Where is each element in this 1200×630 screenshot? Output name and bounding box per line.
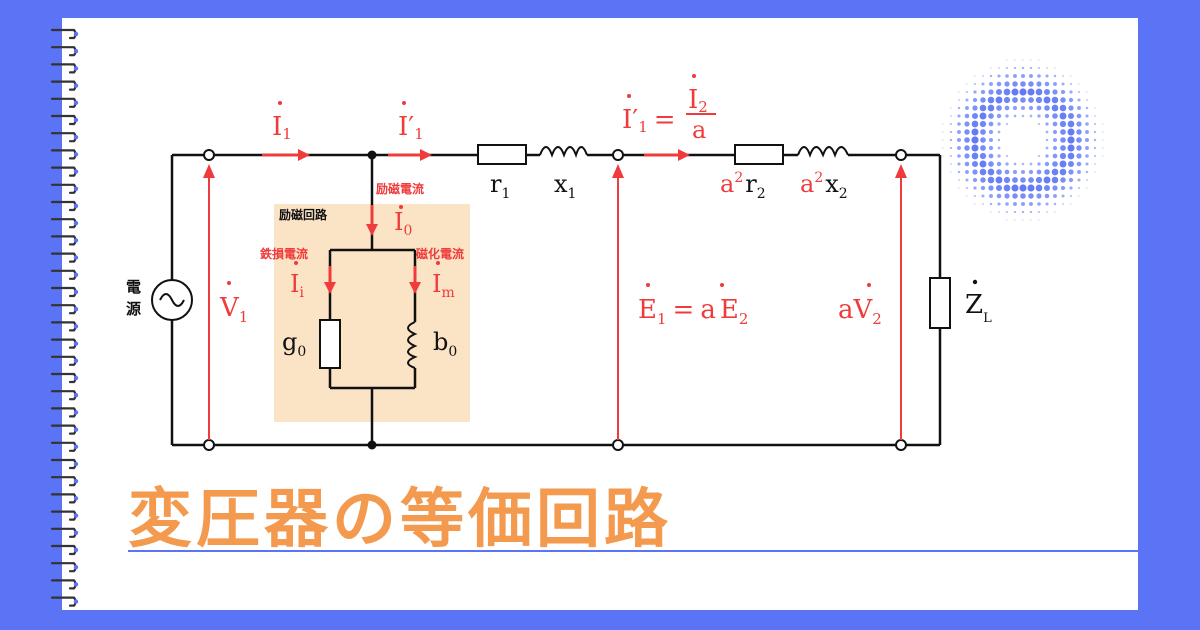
spiral-ring-icon xyxy=(50,28,79,40)
spiral-ring-icon xyxy=(50,252,79,263)
I0-label: I0 xyxy=(394,208,412,239)
red-labels: I1 I′1 I′1= I2 a V1 励磁電流 鉄損電流 磁化電流 Ii Im… xyxy=(219,85,882,328)
spiral-ring-icon xyxy=(50,321,79,332)
x1-label: x1 xyxy=(554,170,576,202)
spiral-ring-icon xyxy=(50,183,79,194)
spiral-ring-icon xyxy=(50,372,79,384)
spiral-ring-icon xyxy=(50,493,79,504)
spiral-ring-icon xyxy=(50,424,79,435)
ac-source-icon xyxy=(151,279,193,321)
spiral-ring-icon xyxy=(50,338,79,349)
spiral-ring-icon xyxy=(50,114,79,126)
r1-resistor xyxy=(477,144,527,165)
spiral-ring-icon xyxy=(50,269,79,280)
terminals xyxy=(203,149,907,451)
Im-caption: 磁化電流 xyxy=(415,246,464,261)
spiral-ring-icon xyxy=(50,218,79,229)
Ii-label: Ii xyxy=(290,270,304,301)
current-arrows xyxy=(262,149,690,294)
source-label: 電 源 xyxy=(126,278,146,318)
a-denominator: a xyxy=(692,116,706,144)
spiral-ring-icon xyxy=(50,304,79,315)
r1-label: r1 xyxy=(490,170,510,202)
spiral-ring-icon xyxy=(50,63,79,74)
spiral-ring-icon xyxy=(50,80,79,91)
spiral-ring-icon xyxy=(50,390,79,401)
b0-inductor xyxy=(407,321,418,369)
a2r2-label: a2r2 xyxy=(720,170,766,202)
spiral-ring-icon xyxy=(50,407,79,418)
spiral-ring-icon xyxy=(50,166,79,177)
spiral-ring-icon xyxy=(50,562,79,573)
I1p-label: I′1 xyxy=(398,112,424,143)
spiral-ring-icon xyxy=(50,441,79,452)
a2x2-label: a2x2 xyxy=(800,170,848,202)
a2r2-resistor xyxy=(734,144,784,165)
dot-accents xyxy=(227,74,871,287)
Im-label: Im xyxy=(432,270,455,301)
g0-label: g0 xyxy=(282,328,306,360)
spiral-ring-icon xyxy=(50,579,79,590)
title-underline xyxy=(128,550,1138,552)
x1-inductor xyxy=(539,146,588,159)
I0-caption: 励磁電流 xyxy=(376,181,424,196)
junction-dots xyxy=(367,150,377,450)
spiral-ring-icon xyxy=(50,286,79,298)
spiral-ring-icon xyxy=(50,149,79,160)
black-labels: I0 r1 x1 g0 b0 ZL xyxy=(282,170,992,360)
b0-label: b0 xyxy=(433,328,457,360)
zl-load xyxy=(929,277,951,329)
page-title: 変圧器の等価回路 xyxy=(128,483,672,557)
a2x2-inductor xyxy=(797,146,849,158)
I1-label: I1 xyxy=(272,112,292,143)
spiral-ring-icon xyxy=(50,200,79,212)
Ii-caption: 鉄損電流 xyxy=(260,246,308,261)
spiral-ring-icon xyxy=(50,355,79,366)
spiral-ring-icon xyxy=(50,132,79,143)
V1-label: V1 xyxy=(219,293,248,326)
aV2-label: aV2 xyxy=(838,295,882,328)
ZL-label: ZL xyxy=(965,290,992,326)
voltage-arrows xyxy=(203,164,907,440)
spiral-ring-icon xyxy=(50,97,79,108)
spiral-ring-icon xyxy=(50,596,79,607)
I1p-eq-label: I′1= xyxy=(622,105,676,136)
g0-resistor xyxy=(319,319,341,369)
I2-numerator: I2 xyxy=(688,85,708,116)
spiral-ring-icon xyxy=(50,476,79,487)
excitation-box-label: 励磁回路 xyxy=(279,207,328,222)
spiral-binding xyxy=(50,28,79,607)
halftone-dot-decoration xyxy=(942,59,1104,221)
spiral-ring-icon xyxy=(50,46,79,57)
spiral-ring-icon xyxy=(50,527,79,538)
spiral-ring-icon xyxy=(50,458,79,470)
spiral-ring-icon xyxy=(50,544,79,556)
spiral-ring-icon xyxy=(50,235,79,246)
spiral-ring-icon xyxy=(50,510,79,521)
